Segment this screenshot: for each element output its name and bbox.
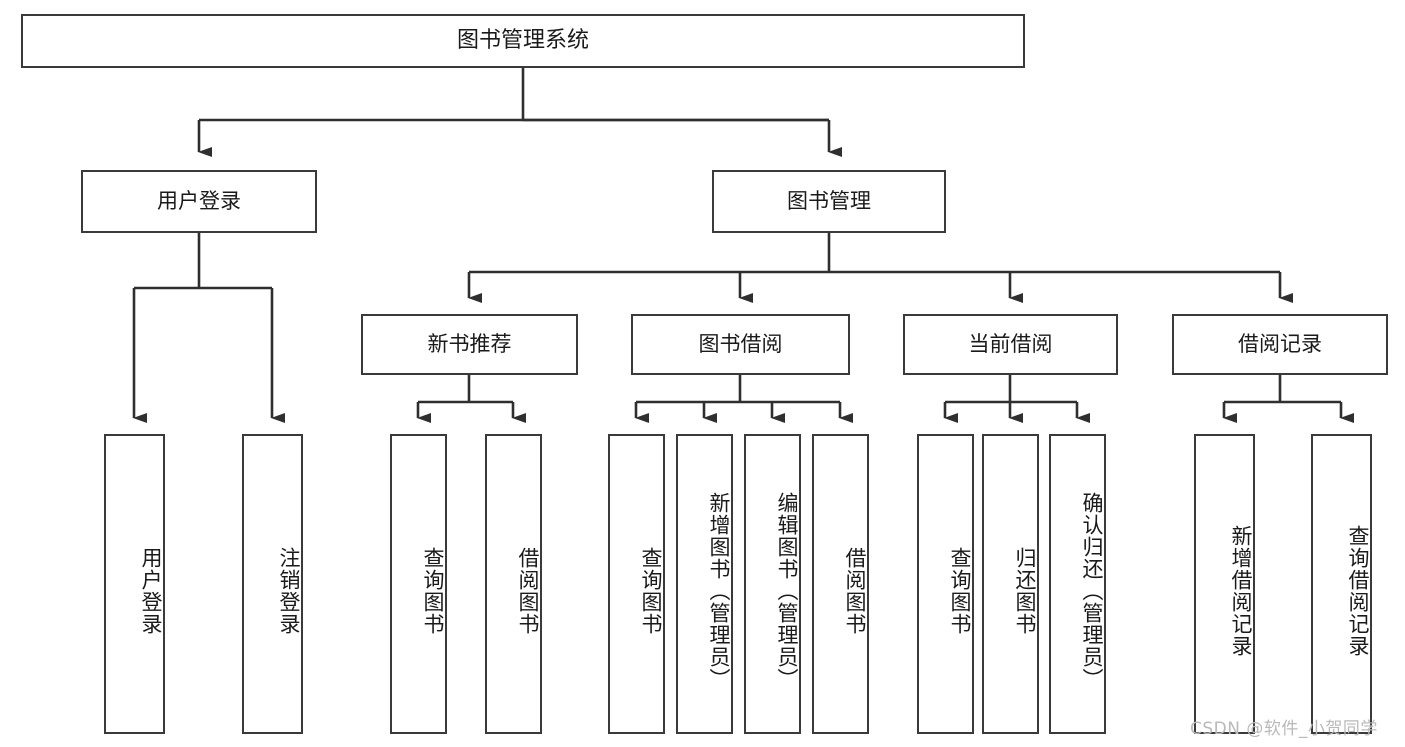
node-leaf-borrow-book-1-label: 借阅图书 bbox=[516, 547, 540, 635]
node-book-management[interactable]: 图书管理 bbox=[712, 170, 946, 233]
node-leaf-query-book-1[interactable]: 查询图书 bbox=[390, 434, 447, 734]
node-leaf-confirm-return-label: 确认归还（管理员） bbox=[1080, 492, 1104, 690]
node-leaf-add-borrow-record[interactable]: 新增借阅记录 bbox=[1194, 434, 1255, 734]
node-leaf-edit-book[interactable]: 编辑图书（管理员） bbox=[744, 434, 801, 734]
node-new-book-recommend-label: 新书推荐 bbox=[427, 332, 512, 357]
node-leaf-edit-book-label: 编辑图书（管理员） bbox=[775, 492, 799, 690]
node-leaf-logout-login[interactable]: 注销登录 bbox=[242, 434, 303, 734]
node-borrow-record[interactable]: 借阅记录 bbox=[1172, 314, 1388, 375]
node-leaf-user-login[interactable]: 用户登录 bbox=[104, 434, 165, 734]
watermark-text: CSDN @软件_小贺同学 bbox=[1190, 719, 1378, 739]
node-root-system[interactable]: 图书管理系统 bbox=[21, 14, 1025, 68]
node-current-borrow[interactable]: 当前借阅 bbox=[903, 314, 1118, 375]
node-leaf-borrow-book-2-label: 借阅图书 bbox=[843, 547, 867, 635]
node-leaf-borrow-book-1[interactable]: 借阅图书 bbox=[485, 434, 542, 734]
node-leaf-query-book-2-label: 查询图书 bbox=[639, 547, 663, 635]
node-leaf-query-book-1-label: 查询图书 bbox=[421, 547, 445, 635]
node-leaf-query-borrow-record[interactable]: 查询借阅记录 bbox=[1311, 434, 1372, 734]
node-leaf-borrow-book-2[interactable]: 借阅图书 bbox=[812, 434, 869, 734]
node-book-borrow[interactable]: 图书借阅 bbox=[631, 314, 850, 375]
node-leaf-add-book-label: 新增图书（管理员） bbox=[707, 492, 731, 690]
node-leaf-confirm-return[interactable]: 确认归还（管理员） bbox=[1049, 434, 1106, 734]
node-leaf-query-book-3-label: 查询图书 bbox=[948, 547, 972, 635]
node-borrow-record-label: 借阅记录 bbox=[1238, 332, 1322, 357]
node-leaf-user-login-label: 用户登录 bbox=[139, 547, 163, 635]
node-root-system-label: 图书管理系统 bbox=[456, 28, 589, 54]
node-leaf-return-book[interactable]: 归还图书 bbox=[982, 434, 1039, 734]
node-leaf-add-borrow-record-label: 新增借阅记录 bbox=[1229, 525, 1253, 657]
node-leaf-return-book-label: 归还图书 bbox=[1013, 547, 1037, 635]
node-new-book-recommend[interactable]: 新书推荐 bbox=[361, 314, 578, 375]
node-user-login[interactable]: 用户登录 bbox=[81, 170, 317, 233]
node-current-borrow-label: 当前借阅 bbox=[968, 332, 1053, 357]
node-leaf-add-book[interactable]: 新增图书（管理员） bbox=[676, 434, 733, 734]
node-leaf-query-borrow-record-label: 查询借阅记录 bbox=[1346, 525, 1370, 657]
node-leaf-logout-login-label: 注销登录 bbox=[277, 547, 301, 635]
node-book-borrow-label: 图书借阅 bbox=[698, 332, 783, 357]
node-leaf-query-book-2[interactable]: 查询图书 bbox=[608, 434, 665, 734]
node-user-login-label: 用户登录 bbox=[157, 189, 241, 214]
node-book-management-label: 图书管理 bbox=[787, 189, 871, 214]
node-leaf-query-book-3[interactable]: 查询图书 bbox=[917, 434, 974, 734]
